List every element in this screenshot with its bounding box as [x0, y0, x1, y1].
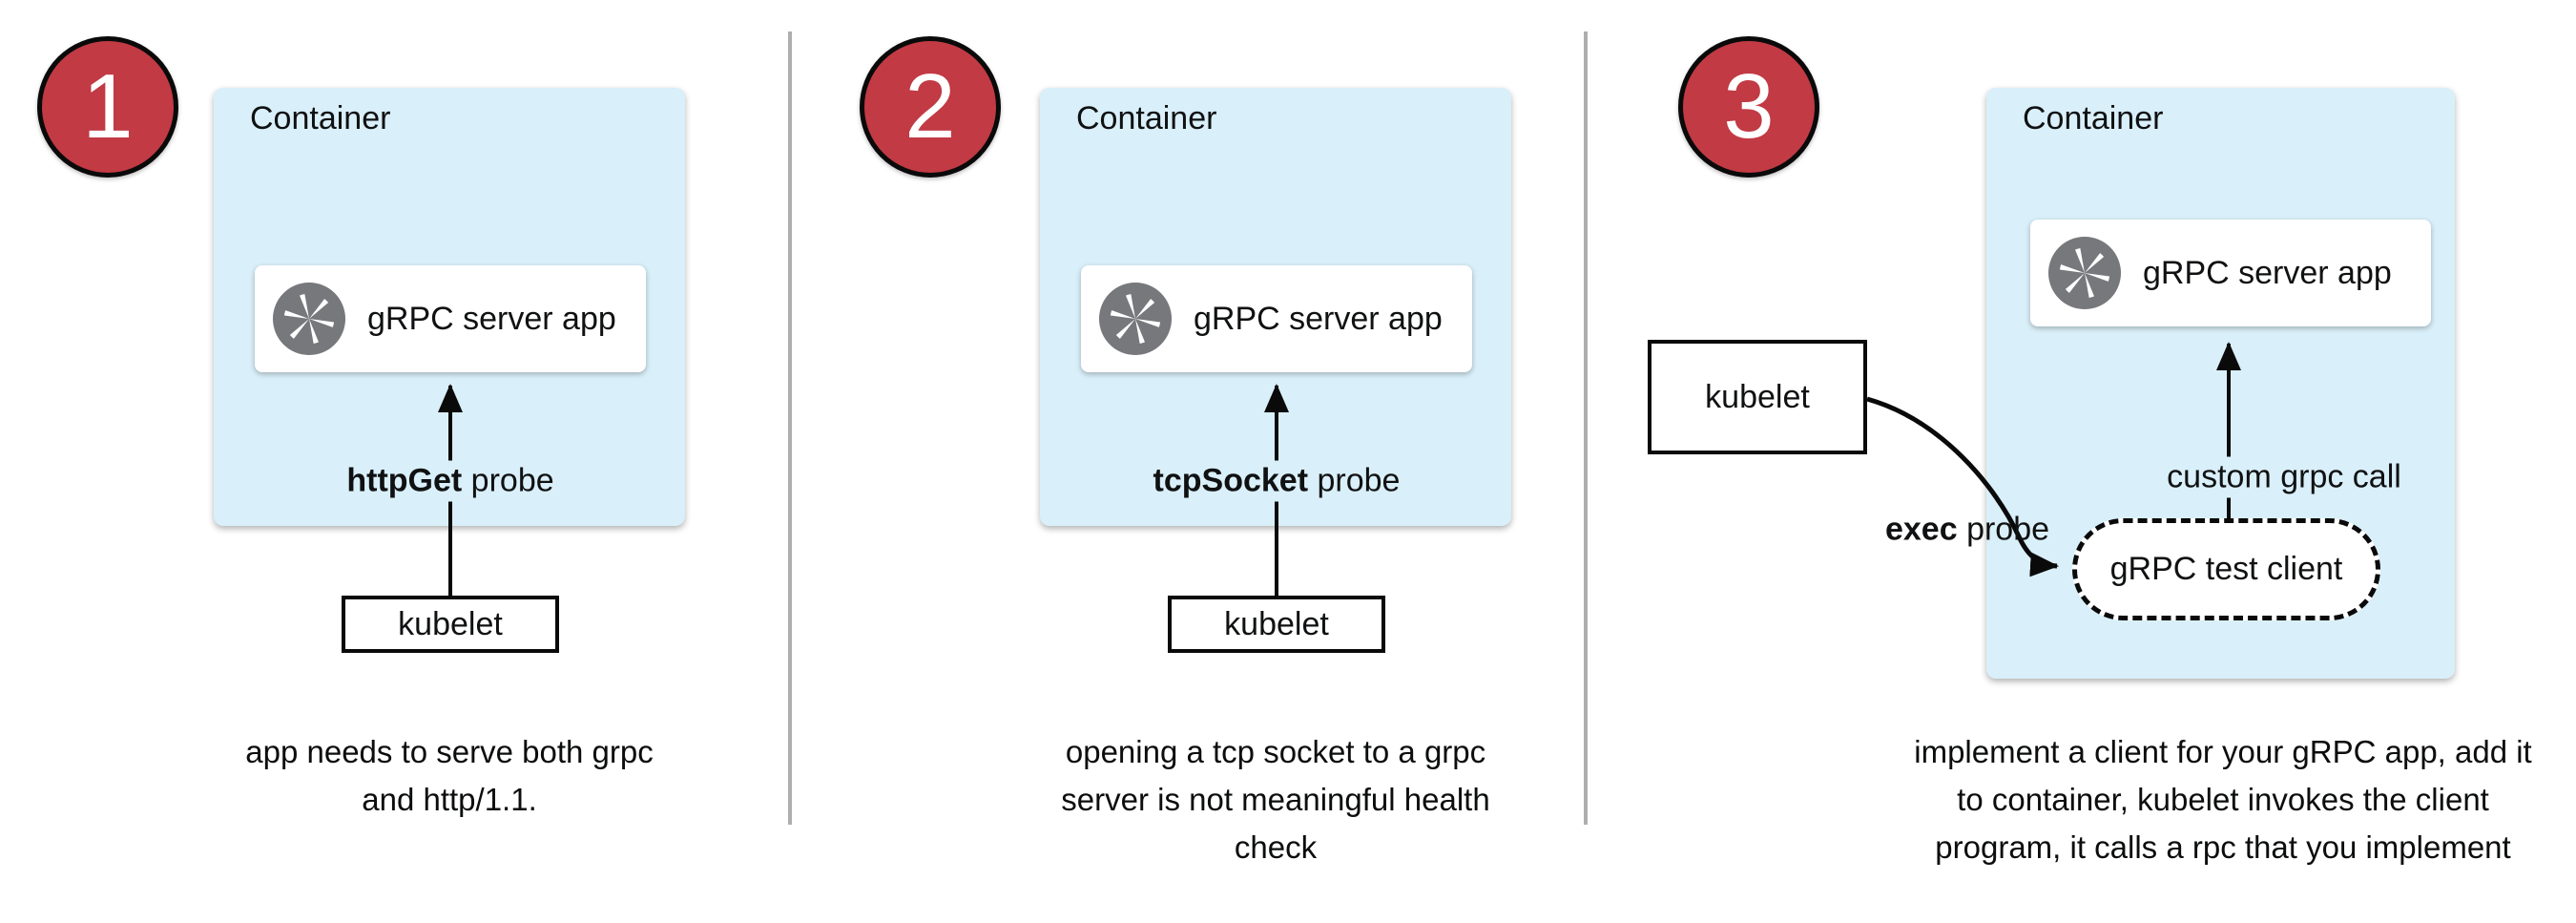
- grpc-test-client-label: gRPC test client: [2109, 551, 2343, 587]
- kubelet-label: kubelet: [398, 605, 503, 642]
- grpc-server-app-label: gRPC server app: [1194, 300, 1443, 337]
- probe-type: exec: [1884, 511, 1958, 548]
- grpc-aperture-icon: [1098, 282, 1173, 356]
- caption-line: check: [1234, 829, 1318, 865]
- kubelet-box-2: kubelet: [1168, 596, 1385, 653]
- step-number: 1: [82, 55, 134, 157]
- kubelet-box-3: kubelet: [1648, 340, 1867, 454]
- probe-type: tcpSocket: [1153, 462, 1309, 499]
- grpc-server-app-box-2: gRPC server app: [1081, 265, 1472, 372]
- container-label-2: Container: [1076, 100, 1217, 136]
- probe-word: probe: [1308, 462, 1401, 499]
- httpget-probe-label: httpGet probe: [337, 460, 564, 502]
- step-number: 2: [904, 55, 956, 157]
- kubelet-label: kubelet: [1705, 378, 1810, 415]
- caption-line: app needs to serve both grpc: [245, 734, 654, 769]
- probe-type: httpGet: [346, 462, 463, 499]
- exec-probe-label: exec probe: [1876, 510, 2059, 551]
- kubelet-box-1: kubelet: [342, 596, 559, 653]
- step-badge-1: 1: [37, 36, 178, 178]
- grpc-server-app-box-3: gRPC server app: [2030, 220, 2431, 326]
- grpc-aperture-icon: [2047, 236, 2122, 310]
- grpc-server-app-box-1: gRPC server app: [255, 265, 646, 372]
- probe-word: probe: [462, 462, 554, 499]
- caption-line: server is not meaningful health: [1061, 782, 1490, 817]
- step-badge-3: 3: [1678, 36, 1819, 178]
- custom-grpc-call-label: custom grpc call: [2157, 456, 2411, 498]
- caption-line: opening a tcp socket to a grpc: [1065, 734, 1486, 769]
- container-label-3: Container: [2023, 100, 2164, 136]
- probe-word: probe: [1957, 511, 2050, 548]
- caption-line: to container, kubelet invokes the client: [1957, 782, 2489, 817]
- panel-divider-2: [1584, 31, 1588, 825]
- caption-line: program, it calls a rpc that you impleme…: [1935, 829, 2511, 865]
- grpc-aperture-icon: [272, 282, 346, 356]
- panel-divider-1: [788, 31, 792, 825]
- kubelet-label: kubelet: [1224, 605, 1329, 642]
- caption-line: and http/1.1.: [362, 782, 537, 817]
- grpc-server-app-label: gRPC server app: [2143, 254, 2392, 291]
- caption-1: app needs to serve both grpc and http/1.…: [163, 728, 736, 824]
- caption-line: implement a client for your gRPC app, ad…: [1914, 734, 2532, 769]
- step-badge-2: 2: [860, 36, 1001, 178]
- container-label-1: Container: [250, 100, 391, 136]
- caption-3: implement a client for your gRPC app, ad…: [1865, 728, 2576, 871]
- caption-2: opening a tcp socket to a grpc server is…: [975, 728, 1576, 871]
- grpc-test-client-box: gRPC test client: [2072, 518, 2380, 620]
- grpc-server-app-label: gRPC server app: [367, 300, 616, 337]
- step-number: 3: [1723, 55, 1775, 157]
- tcpsocket-probe-label: tcpSocket probe: [1143, 460, 1410, 502]
